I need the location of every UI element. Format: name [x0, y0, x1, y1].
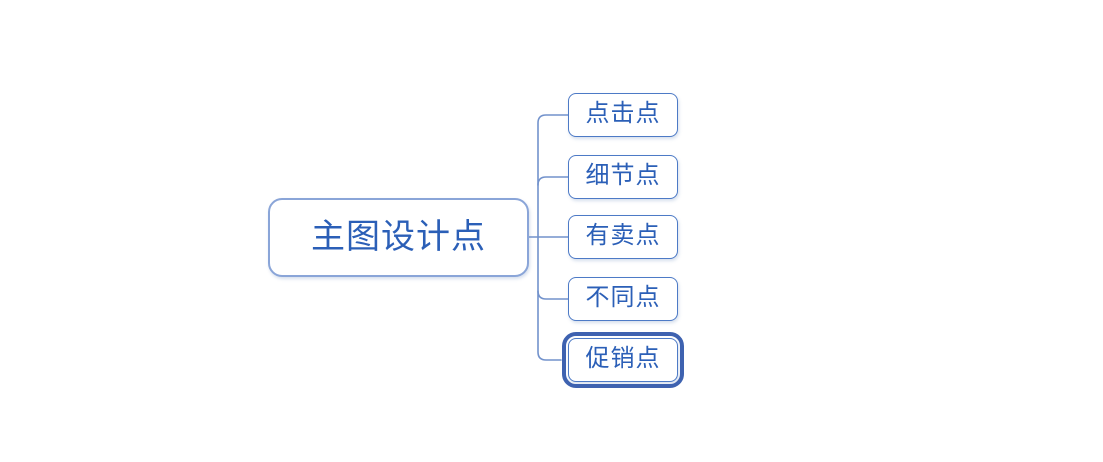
- connector-branch-4: [537, 290, 569, 300]
- connector-trunk: [537, 114, 569, 361]
- topic-label: 有卖点: [585, 222, 661, 249]
- connector-branch-2: [537, 176, 569, 186]
- topic-label: 促销点: [585, 345, 661, 372]
- subtopic-node-click-point[interactable]: 点击点: [568, 93, 678, 137]
- subtopic-node-detail-point[interactable]: 细节点: [568, 155, 678, 199]
- root-topic-label: 主图设计点: [311, 217, 486, 256]
- subtopic-node-promotion-point-selected[interactable]: 促销点: [562, 332, 684, 388]
- root-topic-node[interactable]: 主图设计点: [268, 198, 529, 277]
- subtopic-node-selling-point[interactable]: 有卖点: [568, 215, 678, 259]
- topic-label: 点击点: [585, 100, 661, 127]
- topic-label: 不同点: [585, 284, 661, 311]
- subtopic-node-difference-point[interactable]: 不同点: [568, 277, 678, 321]
- topic-label: 细节点: [585, 162, 661, 189]
